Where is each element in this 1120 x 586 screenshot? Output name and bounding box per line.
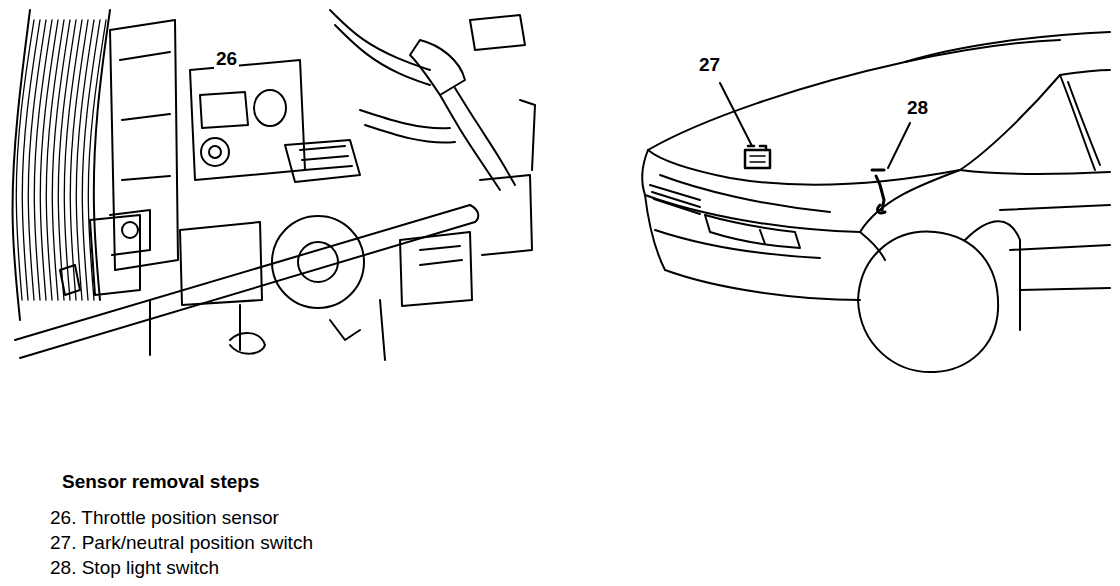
list-heading: Sensor removal steps: [62, 472, 259, 493]
step-item: 27. Park/neutral position switch: [50, 533, 313, 554]
callout-number: 27: [697, 55, 722, 76]
step-item: 28. Stop light switch: [50, 558, 219, 579]
callout-number: 28: [905, 98, 930, 119]
step-item: 26. Throttle position sensor: [50, 508, 279, 529]
engine-bay-drawing: [13, 10, 535, 360]
callout-number: 26: [214, 49, 239, 70]
car-drawing: [642, 32, 1110, 372]
